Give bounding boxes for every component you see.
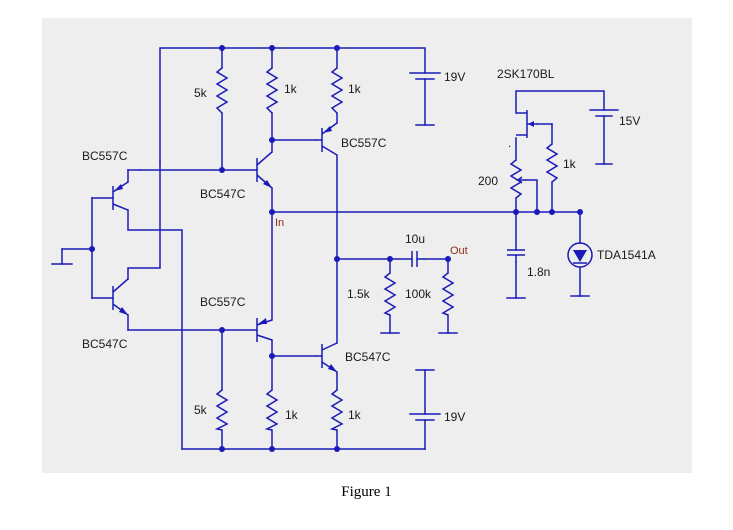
label-pot: 200	[478, 174, 498, 188]
label-r-jfet: 1k	[563, 157, 577, 171]
label-r-bot-left: 5k	[194, 403, 208, 417]
label-r-top-mid: 1k	[284, 82, 298, 96]
transistor-bc557c-left	[112, 169, 141, 211]
capacitor-1.8n	[507, 249, 525, 263]
figure-caption: Figure 1	[341, 484, 392, 500]
current-source-tda1541a	[567, 242, 593, 268]
wires	[61, 47, 619, 450]
label-q-top-right: BC557C	[341, 136, 387, 150]
capacitors	[411, 249, 525, 267]
label-r-top-left: 5k	[194, 86, 208, 100]
transistors	[112, 110, 537, 373]
label-r-out-a: 1.5k	[347, 287, 371, 301]
resistor-1k-bottom-right	[329, 389, 344, 431]
label-cap-out: 10u	[405, 232, 425, 246]
transistor-bc557c-bottom	[256, 318, 273, 342]
net-labels: In Out	[275, 217, 468, 257]
capacitor-10u	[411, 251, 425, 267]
jfet-2sk170bl	[516, 110, 537, 138]
transistor-bc547c-top	[256, 151, 273, 189]
net-label-in: In	[275, 217, 284, 229]
transistor-bc547c-bottom-right	[316, 342, 338, 373]
component-labels: 5k 1k 1k 19V BC557C BC547C BC557C BC557C…	[82, 67, 656, 424]
label-q-top-mid: BC547C	[200, 187, 246, 201]
label-q-bot-mid: BC557C	[200, 295, 246, 309]
resistor-5k-bottom	[214, 389, 229, 431]
label-q-left-top: BC557C	[82, 149, 128, 163]
schematic: 5k 1k 1k 19V BC557C BC547C BC557C BC557C…	[42, 18, 692, 473]
label-supply-top: 19V	[444, 70, 465, 84]
label-supply-bot: 19V	[444, 410, 465, 424]
label-dot-mark: .	[508, 136, 511, 150]
resistor-1.5k	[383, 272, 397, 316]
label-source: TDA1541A	[597, 248, 656, 262]
label-jfet: 2SK170BL	[497, 67, 555, 81]
potentiometer-200	[509, 159, 523, 199]
label-q-bot-right: BC547C	[345, 350, 391, 364]
label-supply-jfet: 15V	[619, 114, 640, 128]
resistors	[214, 67, 559, 431]
resistor-1k-top-mid	[265, 67, 279, 114]
transistor-bc547c-left	[112, 278, 129, 316]
schematic-background	[42, 18, 692, 473]
label-r-out-b: 100k	[405, 287, 432, 301]
potentiometer-wiper	[515, 176, 526, 184]
label-r-bot-mid: 1k	[285, 408, 299, 422]
net-label-out: Out	[450, 245, 468, 257]
label-q-left-bot: BC547C	[82, 337, 128, 351]
transistor-bc557c-top-right	[316, 122, 338, 156]
ground-symbols	[51, 263, 590, 334]
label-r-top-right: 1k	[348, 82, 362, 96]
resistor-5k-top	[215, 67, 229, 114]
resistor-1k-jfet	[545, 143, 559, 183]
label-r-bot-right: 1k	[348, 408, 362, 422]
resistor-1k-top-right	[330, 67, 344, 114]
resistor-100k	[441, 272, 455, 316]
junction-dots	[89, 45, 583, 452]
label-cap-shunt: 1.8n	[527, 265, 550, 279]
resistor-1k-bottom-mid	[264, 389, 279, 431]
